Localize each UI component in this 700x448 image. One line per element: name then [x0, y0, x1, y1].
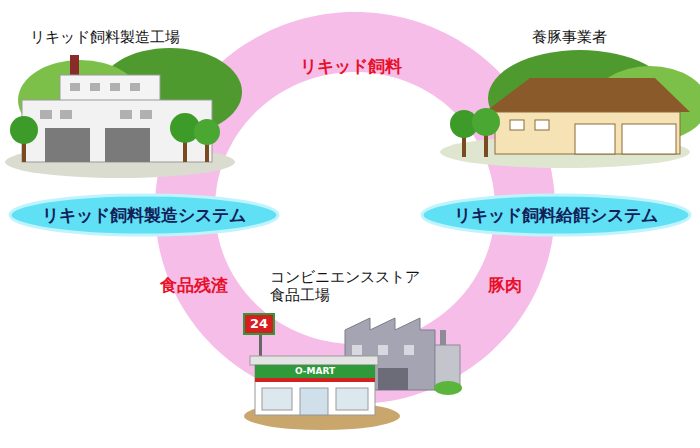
factory-node: リキッド飼料製造工場 — [18, 22, 253, 170]
system-ellipse: リキッド飼料給餌システム — [420, 193, 692, 237]
store-sign: O-MART — [255, 365, 375, 378]
facility-name: コンビニエンスストア 食品工場 — [270, 268, 435, 304]
facility-name: 養豚事業者 — [532, 28, 607, 46]
store-node: コンビニエンスストア 食品工場 — [262, 266, 462, 416]
farm-illustration — [440, 50, 700, 168]
system-ellipse: リキッド飼料製造システム — [8, 193, 280, 237]
flow-label: リキッド飼料 — [300, 55, 402, 78]
system-name: リキッド飼料給餌システム — [420, 193, 692, 237]
flow-label: 食品残渣 — [160, 274, 228, 297]
factory-illustration — [5, 48, 242, 178]
facility-name: リキッド飼料製造工場 — [30, 28, 180, 46]
flow-label: 豚肉 — [488, 274, 522, 297]
sign-number: 24 — [245, 315, 273, 333]
system-name: リキッド飼料製造システム — [8, 193, 280, 237]
store-illustration — [244, 314, 462, 430]
farm-node: 養豚事業者 — [452, 22, 692, 170]
